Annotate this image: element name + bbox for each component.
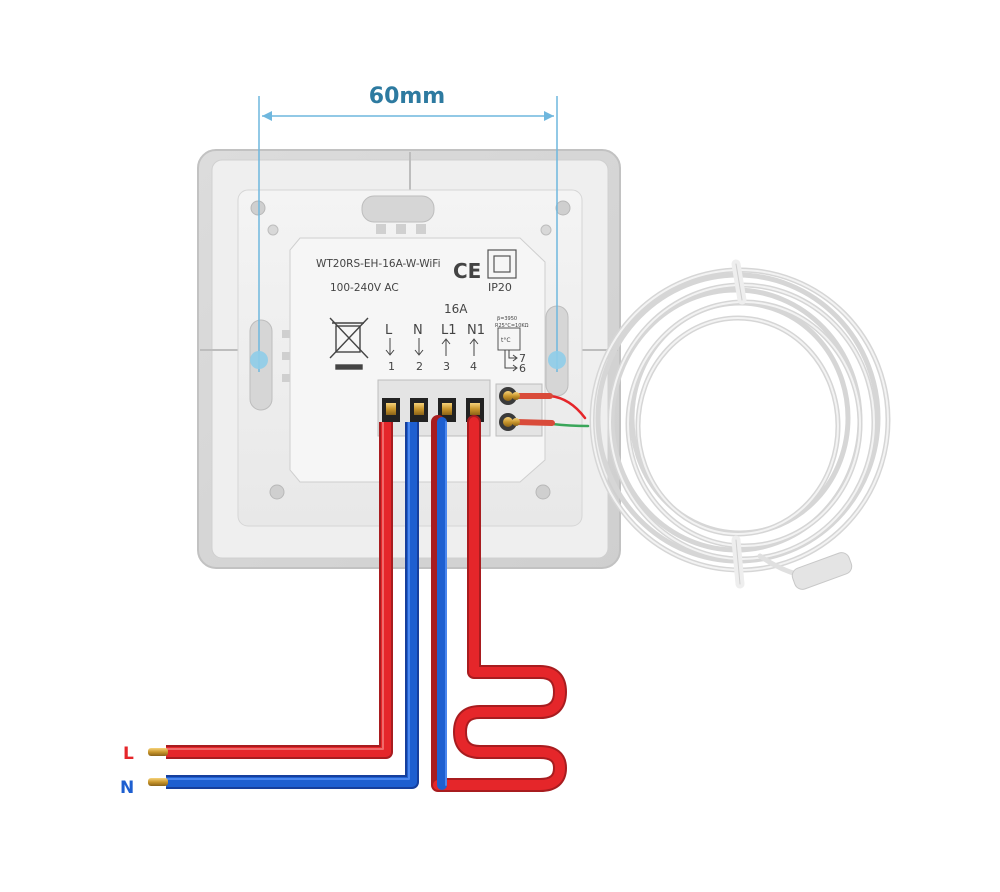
terminal-label-1: L 1 [385, 323, 395, 373]
neutral-label: N [120, 778, 134, 798]
terminal-number: 1 [388, 360, 395, 373]
neutral-wire-tip [148, 778, 168, 786]
terminal-label-4: N1 4 [467, 323, 485, 373]
ip-rating-text: IP20 [488, 281, 512, 294]
arrow-left-icon [262, 111, 272, 121]
terminal-name: N1 [467, 323, 485, 338]
dimension-indicator: 60mm [250, 84, 566, 372]
heating-cable [431, 415, 567, 792]
sensor-terminal-7: 7 [519, 352, 526, 365]
weee-bin-icon [329, 317, 369, 370]
floor-sensor-cable [512, 259, 891, 590]
sensor-temp-symbol: t°C [501, 337, 511, 344]
current-text: 16A [444, 302, 468, 316]
live-label: L [123, 744, 134, 764]
sensor-symbol: t°C 7 6 [497, 327, 526, 375]
mount-hole-left [250, 351, 268, 369]
arrow-up-icon [441, 338, 451, 356]
live-wire-tip [148, 748, 168, 756]
sensor-spec-line2: R25°C=10KΩ [495, 323, 529, 329]
terminal-name: L1 [441, 323, 457, 338]
sensor-probe [791, 552, 853, 590]
arrow-down-icon [414, 338, 424, 356]
ce-mark: CE [453, 259, 481, 283]
thermostat-backplate [197, 149, 621, 569]
model-text: WT20RS-EH-16A-W-WiFi [316, 258, 440, 270]
terminal-name: L [385, 323, 393, 338]
terminal-number: 2 [416, 360, 423, 373]
terminal-label-2: N 2 [413, 323, 424, 373]
arrow-right-icon [544, 111, 554, 121]
dimension-label: 60mm [369, 84, 445, 109]
arrow-down-icon [385, 338, 395, 356]
sensor-spec-line1: β=3950 [497, 316, 517, 322]
device-label-area: WT20RS-EH-16A-W-WiFi CE IP20 100-240V AC… [316, 249, 529, 375]
terminal-label-3: L1 3 [441, 323, 457, 373]
terminal-number: 4 [470, 360, 477, 373]
sensor-terminal-6: 6 [519, 362, 526, 375]
voltage-text: 100-240V AC [330, 282, 399, 294]
terminal-number: 3 [443, 360, 450, 373]
mount-hole-right [548, 351, 566, 369]
terminal-name: N [413, 323, 423, 338]
arrow-up-icon [469, 338, 479, 356]
mains-wiring [148, 422, 419, 789]
double-insulation-icon [487, 249, 517, 279]
